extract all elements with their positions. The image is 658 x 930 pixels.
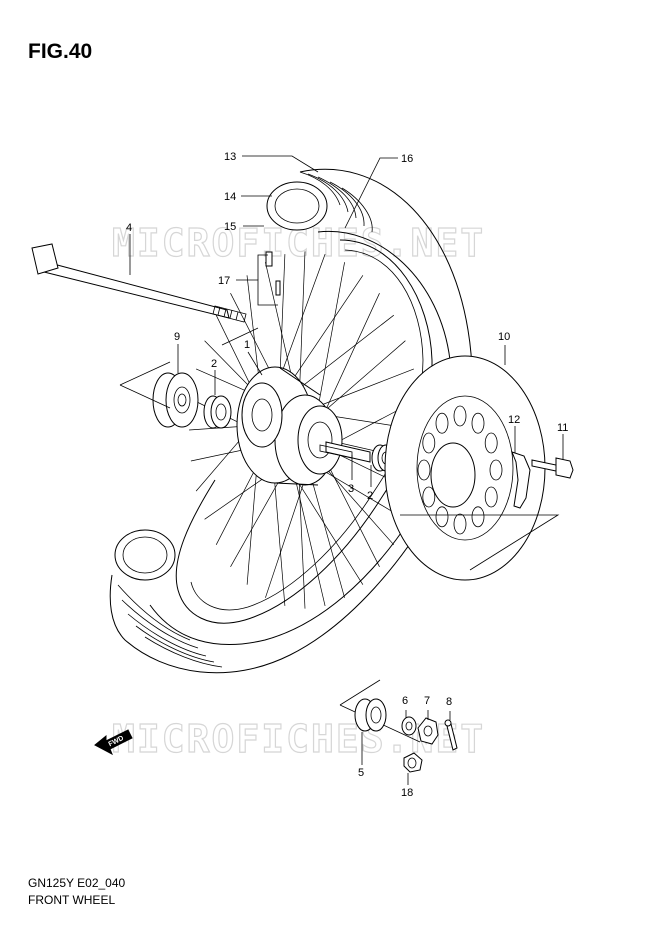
figure-title: FIG.40 [28, 40, 93, 63]
brake-disc [384, 355, 546, 581]
callout-1: 1 [244, 339, 250, 351]
callout-2-left: 2 [211, 358, 217, 370]
callout-labels: 13 16 14 15 4 17 9 1 2 10 12 11 3 2 6 7 … [126, 151, 568, 799]
callout-9: 9 [174, 331, 180, 343]
callout-2-right: 2 [367, 490, 373, 502]
disc-hole [489, 459, 503, 481]
callout-7: 7 [424, 695, 430, 707]
oil-seal [152, 372, 199, 428]
callout-17: 17 [218, 275, 230, 287]
disc-hole [471, 506, 485, 528]
callout-8: 8 [446, 696, 452, 708]
callout-5: 5 [358, 767, 364, 779]
callout-4: 4 [126, 222, 132, 234]
disc-hole [471, 412, 485, 434]
axle-nut-assembly [354, 698, 458, 773]
callout-3: 3 [348, 483, 354, 495]
disc-hole [484, 486, 498, 508]
figure-name: FRONT WHEEL [28, 893, 116, 907]
tire-and-rim [109, 168, 473, 674]
callout-11: 11 [557, 422, 568, 434]
disc-hole [422, 486, 436, 508]
callout-12: 12 [508, 414, 520, 426]
callout-16: 16 [401, 153, 413, 165]
callout-leaders [129, 155, 564, 785]
disc-hole [453, 513, 467, 535]
callout-6: 6 [402, 695, 408, 707]
disc-bolt [531, 457, 574, 479]
model-code: GN125Y E02_040 [28, 876, 126, 890]
callout-18: 18 [401, 787, 413, 799]
callout-10: 10 [498, 331, 510, 343]
disc-hole [417, 459, 431, 481]
callout-14: 14 [224, 191, 236, 203]
disc-hole [435, 412, 449, 434]
disc-hole [422, 432, 436, 454]
disc-holes [417, 405, 503, 535]
disc-hole [453, 405, 467, 427]
callout-13: 13 [224, 151, 236, 163]
wheel-hub [236, 366, 343, 486]
disc-hole [435, 506, 449, 528]
left-wheel-bearing [203, 395, 232, 429]
spoke-nipples [265, 251, 281, 296]
disc-lock-washer [511, 451, 531, 509]
callout-15: 15 [224, 221, 236, 233]
front-axle [31, 243, 247, 323]
disc-hole [484, 432, 498, 454]
